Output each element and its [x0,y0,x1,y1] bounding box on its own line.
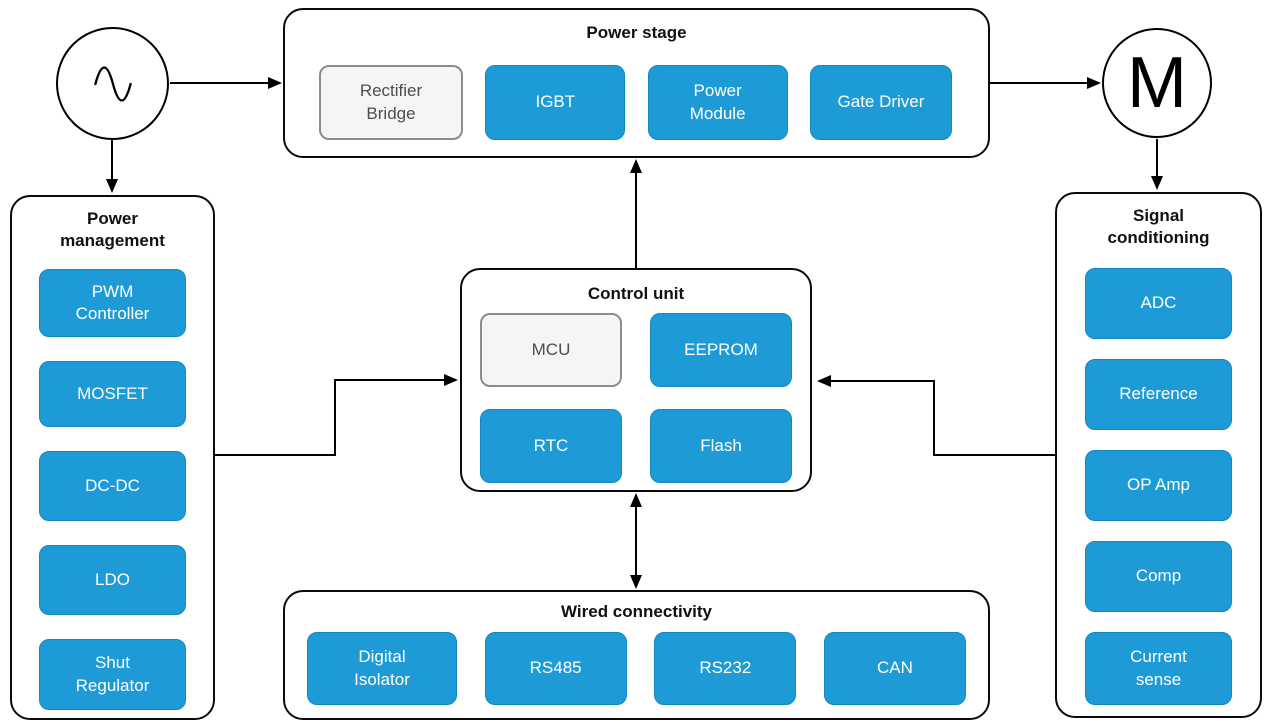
block-flash: Flash [650,409,792,483]
block-mcu: MCU [480,313,622,387]
block-reference: Reference [1085,359,1232,430]
ac-source-node [56,27,169,140]
block-power-module: Power Module [647,65,788,140]
block-digital-isolator: Digital Isolator [307,632,457,705]
block-adc: ADC [1085,268,1232,339]
power-management-title: Power management [60,209,165,250]
group-signal-conditioning: Signal conditioning ADC Reference OP Amp… [1055,192,1262,718]
block-igbt: IGBT [485,65,626,140]
group-power-management: Power management PWM Controller MOSFET D… [10,195,215,720]
wired-connectivity-title: Wired connectivity [561,602,712,621]
group-control-unit: Control unit MCU EEPROM RTC Flash [460,268,812,492]
block-rtc: RTC [480,409,622,483]
block-eeprom: EEPROM [650,313,792,387]
wired-connectivity-row: Digital Isolator RS485 RS232 CAN [307,632,966,705]
block-dc-dc: DC-DC [39,451,186,521]
control-unit-grid: MCU EEPROM RTC Flash [480,313,792,483]
block-rs232: RS232 [654,632,797,705]
block-can: CAN [823,632,966,705]
block-ldo: LDO [39,545,186,615]
block-comp: Comp [1085,541,1232,612]
motor-label: M [1127,43,1187,123]
block-rectifier-bridge: Rectifier Bridge [319,65,463,140]
arrow-power-management-to-control-unit [215,374,458,456]
signal-conditioning-col: ADC Reference OP Amp Comp Current sense [1057,268,1260,705]
power-stage-row: Rectifier Bridge IGBT Power Module Gate … [319,65,952,140]
block-pwm-controller: PWM Controller [39,269,186,337]
power-management-col: PWM Controller MOSFET DC-DC LDO Shut Reg… [12,269,213,710]
block-shut-regulator: Shut Regulator [39,639,186,710]
signal-conditioning-title: Signal conditioning [1107,206,1210,247]
block-op-amp: OP Amp [1085,450,1232,521]
block-rs485: RS485 [484,632,627,705]
arrow-signal-conditioning-to-control-unit [817,375,1055,456]
motor-node: M [1102,28,1212,138]
group-wired-connectivity: Wired connectivity Digital Isolator RS48… [283,590,990,720]
block-current-sense: Current sense [1085,632,1232,705]
sine-wave-icon [93,65,132,102]
power-stage-title: Power stage [586,23,687,42]
control-unit-title: Control unit [587,284,685,303]
block-mosfet: MOSFET [39,361,186,427]
block-gate-driver: Gate Driver [809,65,952,140]
group-power-stage: Power stage Rectifier Bridge IGBT Power … [283,8,990,158]
